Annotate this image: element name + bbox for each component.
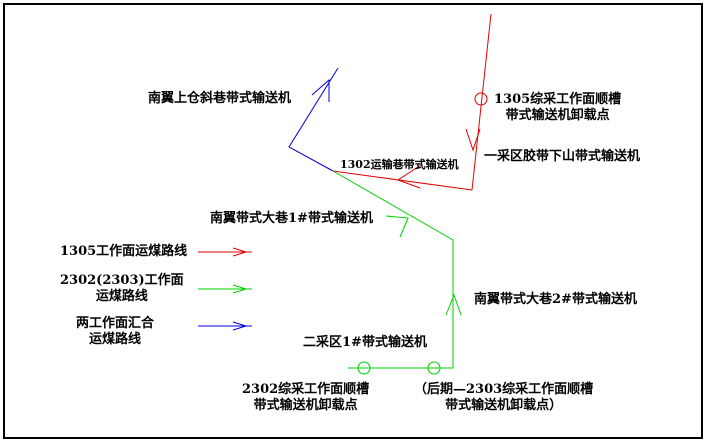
label-point-2303-line1: （后期—2303综采工作面顺槽: [414, 382, 594, 397]
red-route-vertical: [471, 13, 492, 191]
blue-route: [288, 67, 339, 172]
label-point-2302-line1: 2302综采工作面顺槽: [242, 382, 370, 397]
label-point-1305-line1: 1305综采工作面顺槽: [494, 92, 622, 107]
label-point-2303-line2: 带式输送机卸载点）: [445, 398, 563, 413]
label-point-2303: （后期—2303综采工作面顺槽 带式输送机卸载点）: [414, 382, 593, 414]
label-nanzhi-upper-conveyor: 南翼上仓斜巷带式输送机: [148, 91, 292, 106]
legend-blue-label: 两工作面汇合 运煤路线: [76, 316, 154, 348]
green-route: [332, 170, 462, 375]
diagram-frame: [3, 3, 703, 439]
green-route-line: [332, 170, 454, 369]
label-point-1305-line2: 带式输送机卸载点: [505, 108, 610, 123]
label-point-2302: 2302综采工作面顺槽 带式输送机卸载点: [242, 382, 369, 414]
legend-lines: [198, 247, 252, 331]
green-arrow-up: [445, 293, 462, 316]
label-yicaiqu-conveyor: 一采区胶带下山带式输送机: [484, 149, 641, 164]
blue-route-line: [288, 67, 339, 172]
legend-red-label-line1: 1305工作面运煤路线: [60, 244, 188, 259]
label-dahang2-conveyor: 南翼带式大巷2#带式输送机: [474, 292, 637, 307]
label-dahang1-conveyor: 南翼带式大巷1#带式输送机: [210, 211, 373, 226]
legend-blue-label-line1: 两工作面汇合: [76, 316, 155, 331]
legend-blue-label-line2: 运煤路线: [89, 332, 142, 347]
legend-green-label-line1: 2302(2303)工作面: [60, 273, 184, 288]
red-route: [332, 13, 492, 191]
label-point-1305: 1305综采工作面顺槽 带式输送机卸载点: [494, 92, 621, 124]
green-arrow-diagonal: [385, 215, 409, 238]
legend-red-label: 1305工作面运煤路线: [60, 244, 187, 260]
legend-green-line: [198, 284, 252, 294]
label-point-2302-line2: 带式输送机卸载点: [253, 398, 358, 413]
red-arrow-down: [465, 128, 481, 152]
legend-blue-line: [198, 321, 252, 331]
point-1305-marker: [474, 92, 488, 106]
label-conveyor-1302: 1302运输巷带式输送机: [340, 158, 459, 171]
label-ercaiqu1-conveyor: 二采区1#带式输送机: [303, 335, 427, 350]
point-2303-marker: [427, 361, 441, 375]
legend-green-label: 2302(2303)工作面 运煤路线: [60, 273, 184, 305]
point-2302-marker: [357, 361, 371, 375]
red-arrow-left: [396, 164, 422, 189]
blue-arrow-up: [311, 78, 330, 102]
legend-red-line: [198, 247, 252, 257]
red-route-to-junction: [332, 170, 473, 191]
legend-green-label-line2: 运煤路线: [95, 289, 148, 304]
